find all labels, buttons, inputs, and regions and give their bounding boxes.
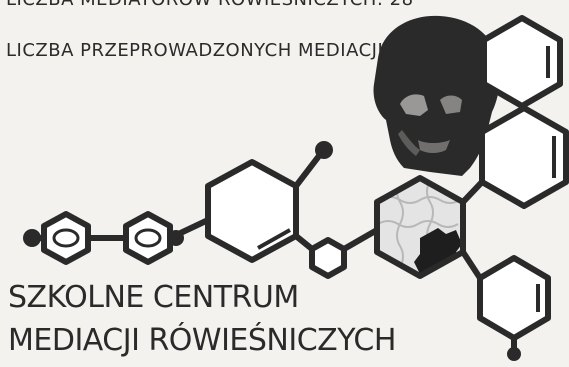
- mediators-count-text: LICZBA MEDIATORÓW RÓWIEŚNICZYCH: 28: [6, 0, 414, 10]
- bond-end-dot-left: [23, 229, 41, 247]
- bond-end-dot-top: [315, 141, 333, 159]
- bond-end-dot-bottom: [507, 347, 521, 361]
- page-title-line-2: MEDIACJI RÓWIEŚNICZYCH: [8, 323, 396, 358]
- bond-end-dot-mid: [168, 230, 184, 246]
- hexagon-left-2: [123, 211, 173, 265]
- mediations-count-text: LICZBA PRZEPROWADZONYCH MEDIACJI: 7: [6, 40, 408, 61]
- puzzle-hexagon-icon: [374, 175, 466, 279]
- hexagon-large-center: [205, 159, 299, 263]
- portrait-silhouette-icon: [373, 15, 501, 176]
- hexagon-left-1: [41, 211, 91, 265]
- page-title-line-1: SZKOLNE CENTRUM: [8, 280, 299, 315]
- hexagon-small-center: [309, 237, 347, 279]
